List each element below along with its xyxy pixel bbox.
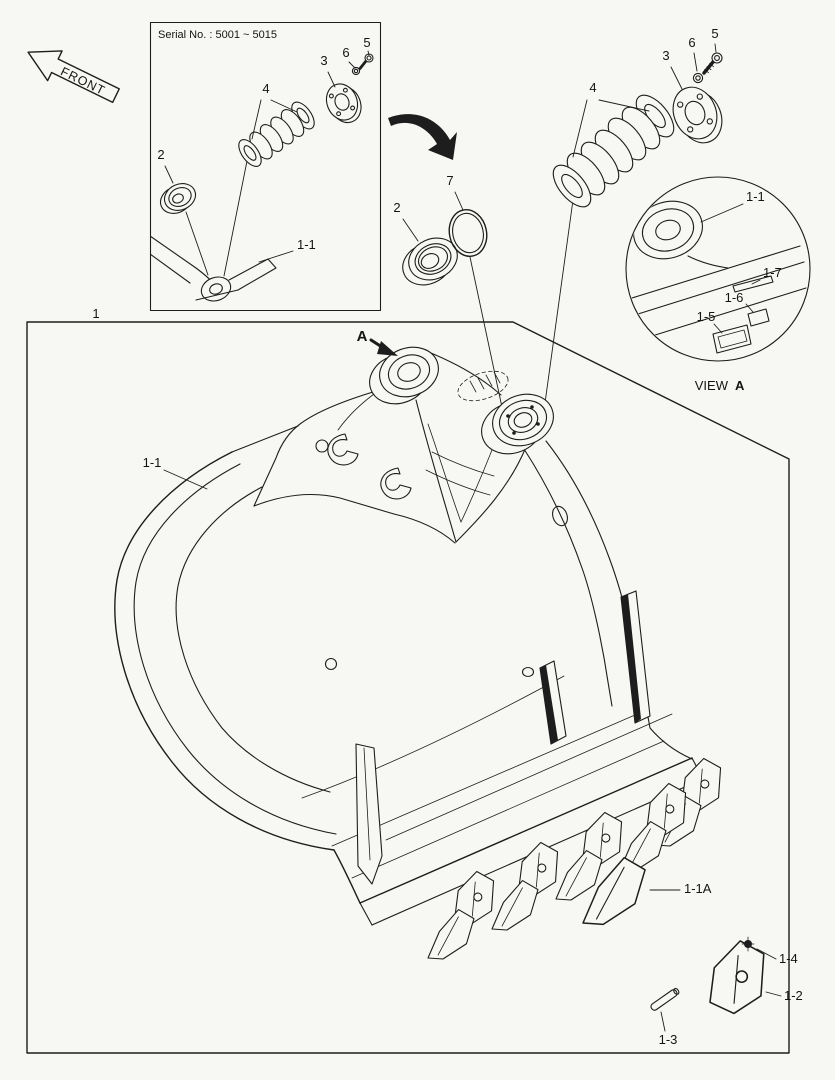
view-a-callouts: 1-1 1-7 1-6 1-5 xyxy=(697,189,782,334)
callout-1-1: 1-1 xyxy=(143,455,162,470)
view-a-circle xyxy=(625,176,811,362)
inset-part-spring-stack xyxy=(238,101,315,167)
inset-bracket-sketch xyxy=(150,235,277,302)
transfer-arrow xyxy=(388,114,457,160)
side-hole xyxy=(324,657,338,671)
serial-note: Serial No. : 5001 ~ 5015 xyxy=(158,29,277,41)
inset-callout-5: 5 xyxy=(363,35,370,50)
part-washer xyxy=(692,72,704,84)
inset-callout-6: 6 xyxy=(342,45,349,60)
inset-callouts: 2 4 3 6 5 1-1 xyxy=(157,35,371,263)
view-a-callout-1-5: 1-5 xyxy=(697,309,716,324)
inset-leader-cap xyxy=(185,211,209,276)
inset-part-washer xyxy=(351,66,361,76)
bucket-drawing xyxy=(114,346,783,1022)
side-cutter-right xyxy=(620,590,651,724)
callout-3: 3 xyxy=(662,48,669,63)
detail-a-marker: A xyxy=(357,328,398,356)
hinge-boss-left xyxy=(369,346,439,405)
inset-callout-1-1: 1-1 xyxy=(297,237,316,252)
bucket-shell xyxy=(114,425,673,904)
exploded-callouts: 2 7 4 3 6 5 xyxy=(393,26,719,242)
callout-1-2: 1-2 xyxy=(784,988,803,1003)
inset-part-flange xyxy=(325,83,362,124)
front-arrow: FRONT xyxy=(27,50,120,104)
front-arrow-label: FRONT xyxy=(58,64,107,98)
inset-callout-4: 4 xyxy=(262,81,269,96)
inset-callout-3: 3 xyxy=(320,53,327,68)
view-a-caption-letter: A xyxy=(735,378,745,393)
inset-leader-springs xyxy=(223,160,248,277)
callout-5: 5 xyxy=(711,26,718,41)
inset-callout-2: 2 xyxy=(157,147,164,162)
callout-1-4: 1-4 xyxy=(779,951,798,966)
callout-6: 6 xyxy=(688,35,695,50)
tooth-bolt xyxy=(741,936,755,952)
hanger-arms xyxy=(253,350,527,544)
view-a-caption: VIEW xyxy=(695,378,729,393)
detail-a-letter: A xyxy=(357,328,368,345)
detail-a-zone xyxy=(457,370,509,402)
serial-inset: Serial No. : 5001 ~ 5015 xyxy=(149,21,382,312)
part-bolt xyxy=(702,52,723,75)
view-a-drawing xyxy=(627,178,807,354)
side-cutter-left xyxy=(355,743,383,885)
assembly-callouts: 1-1 A 1-1A 1-4 1-2 1-3 xyxy=(143,328,803,1047)
part-bushing xyxy=(402,237,458,286)
callout-1: 1 xyxy=(92,306,99,321)
part-flange xyxy=(672,86,723,144)
callout-4: 4 xyxy=(589,80,596,95)
callout-1-1a: 1-1A xyxy=(684,881,712,896)
inset-part-bolt xyxy=(358,53,374,70)
bucket-teeth xyxy=(403,754,741,966)
side-cutter-middle xyxy=(539,660,567,745)
view-a-callout-1-6: 1-6 xyxy=(725,290,744,305)
view-a-callout-1-1: 1-1 xyxy=(746,189,765,204)
callout-1-3: 1-3 xyxy=(659,1032,678,1047)
callout-7: 7 xyxy=(446,173,453,188)
view-a-callout-1-7: 1-7 xyxy=(763,265,782,280)
tooth-pin xyxy=(650,987,680,1011)
callout-2: 2 xyxy=(393,200,400,215)
loose-tooth-adapter xyxy=(650,933,783,1022)
hinge-boss-right xyxy=(481,393,554,455)
side-hole xyxy=(521,666,535,678)
part-spring-stack xyxy=(552,94,675,208)
assembly-box: 1 xyxy=(26,306,790,1054)
exploded-parts: 2 7 4 3 6 5 xyxy=(393,26,723,413)
inset-border xyxy=(149,21,382,312)
view-a-detail: 1-1 1-7 1-6 1-5 VIEW A xyxy=(625,176,811,393)
inset-part-bushing xyxy=(159,183,197,214)
